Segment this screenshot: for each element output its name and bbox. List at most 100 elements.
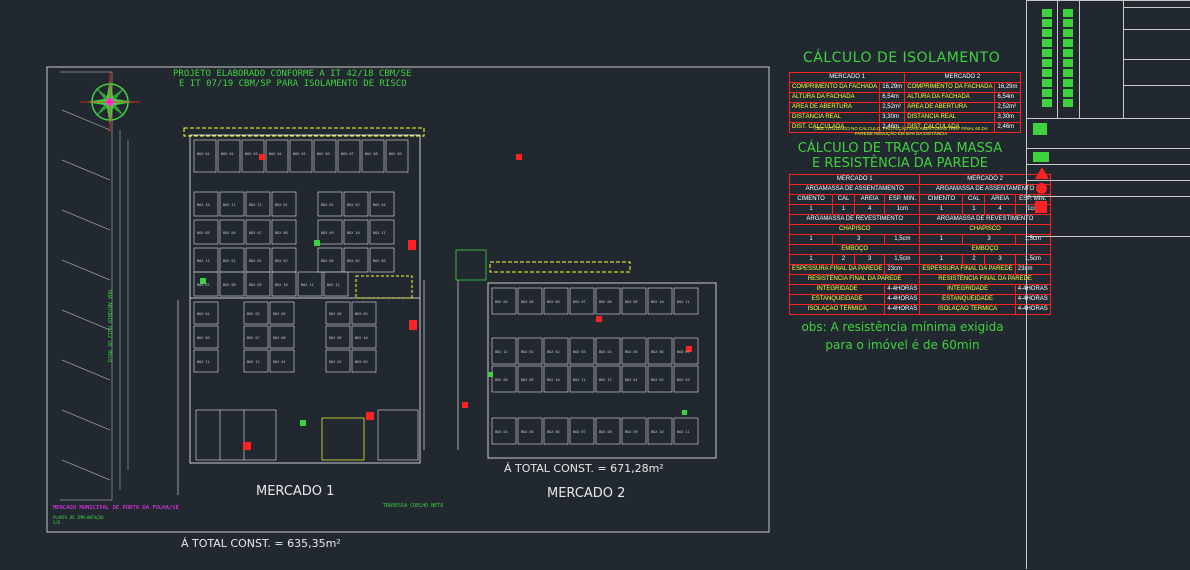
col-cimento-1: CIMENTO <box>789 194 833 205</box>
box-label: BOX 08 <box>599 430 612 434</box>
legend-row-5 <box>1027 180 1190 197</box>
box-label: BOX 11 <box>301 283 314 287</box>
box-label: BOX 12 <box>495 350 508 354</box>
box-label: BOX 10 <box>651 300 664 304</box>
legend-sub2: S/E <box>53 520 61 525</box>
box-label: BOX 03 <box>355 360 368 364</box>
box-label: BOX 06 <box>317 152 330 156</box>
sheet-frame <box>46 66 770 533</box>
iso-r1-c3: 6,54m <box>994 92 1021 103</box>
resist-1: RESISTÊNCIA FINAL DA PAREDE <box>788 274 921 285</box>
iso-r4-c2: DIST. CALCULADA <box>904 122 996 133</box>
box-label: BOX 08 <box>599 300 612 304</box>
box-label: BOX 03 <box>677 378 690 382</box>
iso-r4-c0: DIST. CALCULADA <box>788 122 881 133</box>
box-label: BOX 09 <box>521 378 534 382</box>
emb-b-1: 2 <box>831 254 855 265</box>
box-label: BOX 10 <box>347 231 360 235</box>
iso-r4-c3: 2,46m <box>994 122 1021 133</box>
estanq-val-1: 4-4HORAS <box>884 294 921 305</box>
iso-r1-c0: ALTURA DA FACHADA <box>788 92 881 103</box>
box-label: BOX 09 <box>625 300 638 304</box>
box-label: BOX 02 <box>329 360 342 364</box>
legend-col-icons-2 <box>1057 1 1080 119</box>
box-label: BOX 01 <box>197 152 210 156</box>
col-areia-2: AREIA <box>984 194 1016 205</box>
chap-a-2: 1 <box>919 234 964 245</box>
iso-r2-c1: 2,52m² <box>879 102 906 113</box>
chap-b-1: 3 <box>831 234 886 245</box>
connector-passage <box>423 249 487 450</box>
box-label: BOX 12 <box>327 283 340 287</box>
isolamento-table: MERCADO 1 MERCADO 2 COMPRIMENTO DA FACHA… <box>788 72 1021 133</box>
chap-c-1: 1,5cm <box>884 234 921 245</box>
box-label: BOX 07 <box>677 350 690 354</box>
esp-final-val-1: 23cm <box>884 264 921 275</box>
legend-green-swatches <box>1042 9 1052 109</box>
isol-val-1: 4-4HORAS <box>884 304 921 315</box>
box-label: BOX 07 <box>573 300 586 304</box>
box-label: BOX 04 <box>495 300 508 304</box>
val-areia-2: 4 <box>984 204 1016 215</box>
isol-val-2: 4-4HORAS <box>1014 304 1051 315</box>
emb-d-1: 1,5cm <box>884 254 921 265</box>
box-label: BOX 10 <box>651 430 664 434</box>
mercado-1-label: MERCADO 1 <box>256 484 335 499</box>
mercado-2-boxes <box>491 287 699 445</box>
box-label: BOX 06 <box>651 350 664 354</box>
box-label: BOX 01 <box>275 203 288 207</box>
box-label: BOX 06 <box>197 336 210 340</box>
neighbor-lots <box>60 71 129 501</box>
box-label: BOX 12 <box>197 259 210 263</box>
isolamento-header-1: MERCADO 1 <box>788 72 906 83</box>
massa-header-1: MERCADO 1 <box>788 174 921 185</box>
box-label: BOX 06 <box>373 259 386 263</box>
integ-val-1: 4-4HORAS <box>884 284 921 295</box>
box-label: BOX 05 <box>347 259 360 263</box>
col-areia-1: AREIA <box>853 194 886 205</box>
box-label: BOX 09 <box>625 430 638 434</box>
iso-r0-c1: 16,29m <box>879 82 906 93</box>
box-label: BOX 10 <box>275 283 288 287</box>
emb-c-1: 3 <box>853 254 886 265</box>
legend-col-labels <box>1079 1 1124 119</box>
box-label: BOX 10 <box>197 203 210 207</box>
legend-row-3 <box>1027 148 1190 165</box>
legend-row-top <box>1027 0 1190 119</box>
legend-green-swatches-2 <box>1063 9 1073 109</box>
box-label: BOX 01 <box>273 360 286 364</box>
legend-col-icons <box>1035 1 1058 119</box>
col-esp-1: ESP. MIN. <box>884 194 921 205</box>
massa-title-line1: CÁLCULO DE TRAÇO DA MASSA <box>797 141 1003 156</box>
box-label: BOX 05 <box>625 350 638 354</box>
box-label: BOX 10 <box>547 378 560 382</box>
isolamento-title: CÁLCULO DE ISOLAMENTO <box>803 50 1001 66</box>
iso-r2-c0: ÁREA DE ABERTURA <box>788 102 881 113</box>
area-mercado-1: Á TOTAL CONST. = 635,35m² <box>181 537 341 550</box>
iso-r0-c0: COMPRIMENTO DA FACHADA <box>788 82 881 93</box>
revest-1: ARGAMASSA DE REVESTIMENTO <box>788 214 921 225</box>
mercado-1-building <box>177 127 425 495</box>
box-label: BOX 02 <box>321 203 334 207</box>
box-label: BOX 05 <box>293 152 306 156</box>
box-label: BOX 02 <box>249 259 262 263</box>
isol-1: ISOLAÇÃO TÉRMICA <box>788 304 886 315</box>
obs-line1: obs: A resistência mínima exigida <box>801 320 1004 334</box>
iso-r1-c1: 6,54m <box>879 92 906 103</box>
box-label: BOX 04 <box>269 152 282 156</box>
box-label: BOX 04 <box>373 203 386 207</box>
iso-r3-c3: 3,30m <box>994 112 1021 123</box>
box-label: BOX 02 <box>547 350 560 354</box>
val-cal-2: 1 <box>962 204 986 215</box>
emb-c-2: 3 <box>984 254 1016 265</box>
legend-panel <box>1026 0 1190 569</box>
box-label: BOX 05 <box>355 312 368 316</box>
box-label: BOX 11 <box>677 430 690 434</box>
obs-line2: para o imóvel é de 60min <box>825 338 980 352</box>
box-label: BOX 07 <box>249 231 262 235</box>
box-label: BOX 09 <box>249 283 262 287</box>
box-label: BOX 02 <box>247 312 260 316</box>
box-label: BOX 09 <box>321 231 334 235</box>
legend-title: MERCADO MUNICIPAL DE PORTO DA FOLHA/SE <box>53 505 179 511</box>
massa-title-line2: E RESISTÊNCIA DA PAREDE <box>812 156 988 171</box>
